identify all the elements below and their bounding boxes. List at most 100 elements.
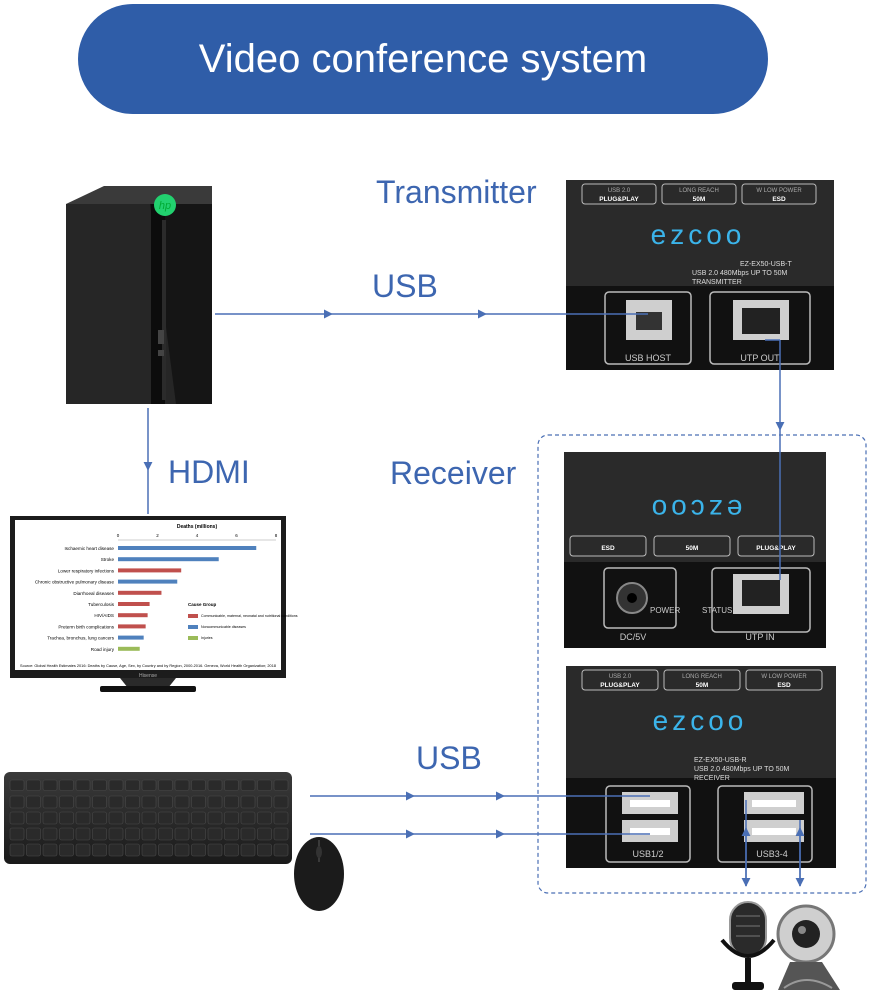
key bbox=[257, 811, 272, 825]
chart-title: Deaths (millions) bbox=[177, 524, 218, 530]
device-badge bbox=[737, 535, 815, 557]
key bbox=[240, 843, 256, 857]
page-title: Video conference system bbox=[198, 36, 648, 81]
device-badge-label: 50M bbox=[693, 196, 706, 203]
device-badge-label: ESD bbox=[772, 196, 786, 203]
key bbox=[273, 795, 289, 809]
svg-text:DC/5V: DC/5V bbox=[620, 632, 647, 642]
chart-category-label: Lower respiratory infections bbox=[58, 568, 115, 573]
chart-category-label: Diarrhoeal diseases bbox=[73, 591, 114, 596]
chart-bar bbox=[118, 613, 148, 618]
pc-tower: hp bbox=[66, 186, 212, 404]
receiver-group-frame bbox=[537, 434, 867, 894]
key bbox=[125, 795, 140, 809]
svg-text:USB 2.0 480Mbps UP TO 50M: USB 2.0 480Mbps UP TO 50M bbox=[692, 270, 787, 277]
key bbox=[125, 827, 140, 841]
key bbox=[207, 843, 223, 857]
key bbox=[9, 779, 25, 791]
device-badge-label: PLUG&PLAY bbox=[756, 545, 796, 552]
key bbox=[224, 811, 239, 825]
key bbox=[158, 843, 173, 857]
key bbox=[75, 811, 91, 825]
chart-legend-swatch bbox=[188, 614, 198, 618]
key bbox=[59, 795, 74, 809]
device-badge-label: 50M bbox=[696, 682, 709, 689]
key bbox=[207, 827, 223, 841]
device-badge-label: PLUG&PLAY bbox=[599, 196, 639, 203]
chart-legend-swatch bbox=[188, 625, 198, 629]
chart-category-label: HIV/AIDS bbox=[94, 613, 114, 618]
key bbox=[141, 795, 157, 809]
chart-tick-label: 2 bbox=[156, 533, 159, 538]
key bbox=[224, 795, 239, 809]
key bbox=[125, 811, 140, 825]
chart-legend-label: Injuries bbox=[201, 636, 213, 640]
key bbox=[26, 779, 41, 791]
key bbox=[191, 795, 206, 809]
chart-category-label: Stroke bbox=[101, 557, 115, 562]
key bbox=[42, 843, 58, 857]
key bbox=[174, 779, 190, 791]
key bbox=[42, 779, 58, 791]
svg-text:EZ-EX50-USB-T: EZ-EX50-USB-T bbox=[740, 261, 792, 268]
key bbox=[92, 843, 107, 857]
chart-legend-label: Communicable, maternal, neonatal and nut… bbox=[201, 614, 298, 618]
svg-text:EZ-EX50-USB-R: EZ-EX50-USB-R bbox=[694, 757, 747, 764]
key bbox=[26, 843, 41, 857]
key bbox=[9, 843, 25, 857]
keyboard bbox=[4, 772, 292, 864]
key bbox=[240, 811, 256, 825]
key bbox=[158, 827, 173, 841]
key bbox=[141, 779, 157, 791]
svg-text:POWER: POWER bbox=[650, 606, 680, 615]
key bbox=[273, 827, 289, 841]
key bbox=[141, 811, 157, 825]
key bbox=[108, 843, 124, 857]
key bbox=[257, 843, 272, 857]
key bbox=[92, 795, 107, 809]
key bbox=[158, 795, 173, 809]
key bbox=[59, 811, 74, 825]
key bbox=[240, 795, 256, 809]
device-badge-label: USB 2.0 bbox=[608, 188, 631, 194]
device-badge-label: LONG REACH bbox=[682, 674, 722, 680]
chart-legend-label: Noncommunicable diseases bbox=[201, 625, 246, 629]
chart-tick-label: 0 bbox=[117, 533, 120, 538]
chart-tick-label: 4 bbox=[196, 533, 199, 538]
key bbox=[59, 827, 74, 841]
key bbox=[158, 811, 173, 825]
key bbox=[92, 811, 107, 825]
chart-bar bbox=[118, 590, 162, 595]
chart-legend-swatch bbox=[188, 636, 198, 640]
key bbox=[75, 827, 91, 841]
key bbox=[108, 779, 124, 791]
chart-source: Source: Global Health Estimates 2016: De… bbox=[20, 664, 276, 668]
device-badge bbox=[653, 535, 731, 557]
svg-text:USB3-4: USB3-4 bbox=[756, 849, 788, 859]
key bbox=[240, 827, 256, 841]
webcam-icon bbox=[776, 904, 840, 990]
ezcoo-logo-icon: ezcoo bbox=[651, 219, 746, 250]
transmitter-label: Transmitter bbox=[376, 174, 537, 210]
chart-tick-label: 8 bbox=[275, 533, 278, 538]
chart-category-label: Road injury bbox=[91, 647, 115, 652]
key bbox=[207, 795, 223, 809]
key bbox=[108, 811, 124, 825]
key bbox=[141, 843, 157, 857]
device-badge-label: PLUG&PLAY bbox=[600, 682, 640, 689]
chart-bar bbox=[118, 579, 178, 584]
chart-bar bbox=[118, 646, 140, 651]
mouse bbox=[294, 837, 344, 911]
hp-logo-icon bbox=[154, 194, 176, 216]
key bbox=[42, 827, 58, 841]
key bbox=[92, 779, 107, 791]
device-badge-label: 50M bbox=[686, 545, 699, 552]
device-badge bbox=[581, 183, 657, 205]
device-badge bbox=[745, 669, 823, 691]
key bbox=[141, 827, 157, 841]
key bbox=[26, 827, 41, 841]
key bbox=[9, 795, 25, 809]
key bbox=[191, 779, 206, 791]
